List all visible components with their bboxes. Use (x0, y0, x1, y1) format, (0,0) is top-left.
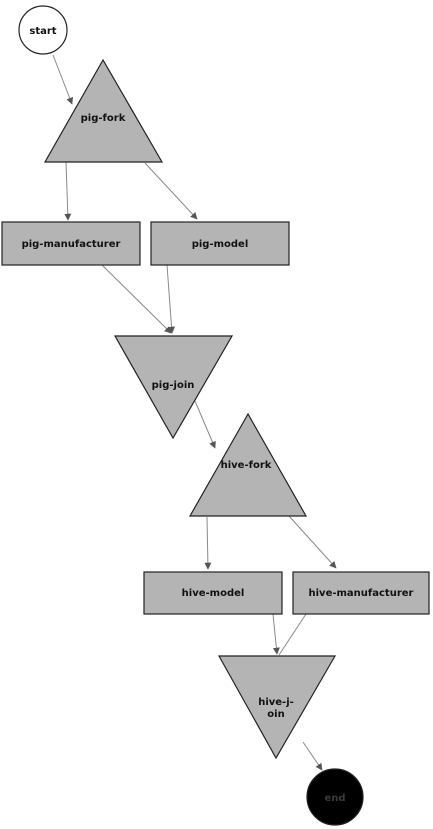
hive-fork-label: hive-fork (221, 460, 272, 471)
pig-manufacturer-box (1, 221, 141, 266)
edge-pig-join-to-hive-fork (194, 400, 216, 449)
hive-model-box (143, 571, 283, 615)
start-circle (18, 5, 68, 55)
pig-model-label: pig-model (192, 239, 249, 250)
hive-manufacturer-label: hive-manufacturer (309, 588, 414, 599)
hive-model-label: hive-model (182, 588, 245, 599)
pig-join-triangle (113, 335, 234, 440)
start-label: start (29, 26, 56, 37)
edge-pig-fork-to-pig-manufacturer (64, 161, 72, 221)
end-node[interactable]: end (306, 768, 364, 826)
edge-hive-manufacturer-to-hive-join (278, 613, 307, 656)
hive-join-label-line2: oin (267, 709, 284, 720)
pig-manufacturer-node[interactable]: pig-manufacturer (1, 221, 141, 266)
hive-join-node[interactable]: hive-j- oin (217, 655, 337, 760)
pig-manufacturer-label: pig-manufacturer (22, 239, 121, 250)
edge-hive-join-to-end (302, 741, 323, 771)
edge-hive-model-to-hive-join (272, 613, 280, 655)
edge-hive-fork-to-hive-model (204, 516, 212, 570)
hive-manufacturer-box (292, 571, 430, 615)
edge-pig-manufacturer-to-pig-join (101, 264, 172, 334)
edge-start-to-pig-fork (52, 54, 73, 105)
edge-pig-model-to-pig-join (166, 264, 176, 334)
pig-fork-triangle (43, 58, 164, 163)
pig-model-node[interactable]: pig-model (150, 221, 290, 266)
pig-fork-node[interactable]: pig-fork (43, 58, 164, 163)
end-circle (306, 768, 364, 826)
hive-fork-node[interactable]: hive-fork (188, 412, 308, 517)
pig-model-box (150, 221, 290, 266)
hive-join-triangle (217, 655, 337, 760)
start-node[interactable]: start (18, 5, 68, 55)
hive-manufacturer-node[interactable]: hive-manufacturer (292, 571, 430, 615)
edges (52, 54, 337, 771)
hive-join-label-line1: hive-j- (258, 697, 294, 708)
hive-model-node[interactable]: hive-model (143, 571, 283, 615)
edge-pig-fork-to-pig-model (144, 162, 198, 220)
edge-hive-fork-to-hive-manufacturer (288, 515, 337, 569)
pig-join-node[interactable]: pig-join (113, 335, 234, 440)
end-label: end (324, 793, 345, 804)
pig-join-label: pig-join (152, 380, 195, 391)
hive-fork-triangle (188, 412, 308, 517)
pig-fork-label: pig-fork (81, 113, 126, 124)
